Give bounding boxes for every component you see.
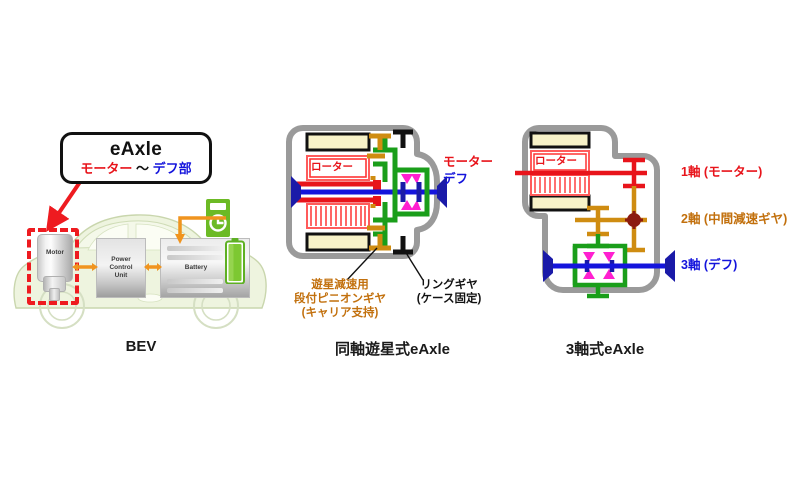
pcu-label-line2: Control [109, 264, 133, 271]
coax-diff-label: デフ [443, 172, 469, 186]
ring-gear-annotation: リングギヤ (ケース固定) [397, 278, 501, 306]
eaxle-callout: eAxle モーター ～ デフ部 [60, 132, 212, 184]
right-flange-3shaft [665, 250, 675, 282]
callout-diff-text: デフ部 [152, 160, 192, 176]
motor-label: Motor [45, 249, 65, 256]
left-flange-3shaft [543, 250, 553, 282]
ring-gear-leader-line [402, 247, 424, 281]
stepped-pinion-line3: (キャリア支持) [301, 307, 379, 319]
differential-side-gears [400, 182, 422, 202]
stepped-pinion-line1: 遊星減速用 [311, 279, 369, 291]
coax-motor-label: モーター [443, 155, 494, 169]
shaft2-label: 2軸 (中間減速ギヤ) [681, 212, 788, 226]
power-control-unit-component: Power Control Unit [96, 238, 146, 298]
right-flange [437, 176, 447, 208]
bevel-gears [401, 174, 421, 210]
bevel-gears-3shaft [583, 252, 615, 279]
coaxial-planetary-schematic [286, 125, 447, 259]
left-flange [291, 176, 301, 208]
battery-stripe [167, 279, 223, 284]
battery-label: Battery [184, 264, 208, 271]
battery-icon [225, 238, 245, 284]
callout-motor-text: モーター [80, 160, 133, 176]
rotor-lower [306, 203, 370, 229]
three-shaft-caption: 3軸式eAxle [565, 341, 645, 358]
charger-battery-arrow [175, 216, 226, 244]
differential-carrier [392, 167, 430, 217]
stator-top-3shaft [529, 131, 591, 149]
stepped-pinion-line2: 段付ピニオンギヤ [294, 293, 386, 305]
battery-stripe [167, 246, 223, 251]
three-shaft-panel: ローター 1軸 (モーター) 2軸 (中間減速ギヤ) 3軸 (デフ) 3軸式eA… [515, 120, 800, 370]
pcu-battery-arrow [144, 263, 162, 271]
pcu-label: Power Control Unit [109, 256, 132, 280]
callout-tilde: ～ [132, 160, 153, 176]
bev-panel: eAxle モーター ～ デフ部 [10, 120, 280, 370]
bev-caption: BEV [125, 338, 157, 355]
stepped-pinion-gear [367, 133, 391, 251]
motor-pcu-arrow [72, 263, 98, 271]
shaft2-hub-cross [625, 211, 643, 229]
callout-title: eAxle [109, 138, 163, 160]
ring-gear-line1: リングギヤ [420, 279, 478, 291]
shaft1-label: 1軸 (モーター) [681, 165, 763, 179]
pcu-label-line3: Unit [114, 272, 128, 279]
stator-bottom [305, 232, 371, 252]
shaft3-carrier [572, 234, 628, 299]
pinion-leader-line [346, 247, 378, 281]
coaxial-caption: 同軸遊星式eAxle [334, 341, 451, 358]
stator-bottom-3shaft [529, 194, 591, 212]
stepped-pinion-annotation: 遊星減速用 段付ピニオンギヤ (キャリア支持) [287, 278, 393, 320]
coax-rotor-label: ローター [311, 161, 353, 173]
bev-car-illustration: Motor Power Control Unit Battery [10, 199, 272, 335]
three-shaft-schematic [515, 125, 675, 299]
battery-stripe [167, 255, 223, 260]
pcu-label-line1: Power [111, 256, 131, 263]
three-rotor-label: ローター [535, 155, 577, 167]
coaxial-planetary-panel: モーター デフ ローター 遊星減速用 段付ピニオンギヤ (キャリア支持) リング… [285, 120, 520, 370]
callout-subtitle: モーター ～ デフ部 [80, 161, 191, 177]
motor-neck-lower [49, 288, 60, 301]
shaft3-label: 3軸 (デフ) [681, 258, 738, 272]
battery-stripe [167, 288, 223, 293]
ring-gear [393, 129, 413, 255]
ring-gear-line2: (ケース固定) [416, 293, 482, 305]
stator-top [305, 132, 371, 152]
callout-pointer-arrow [45, 180, 82, 232]
